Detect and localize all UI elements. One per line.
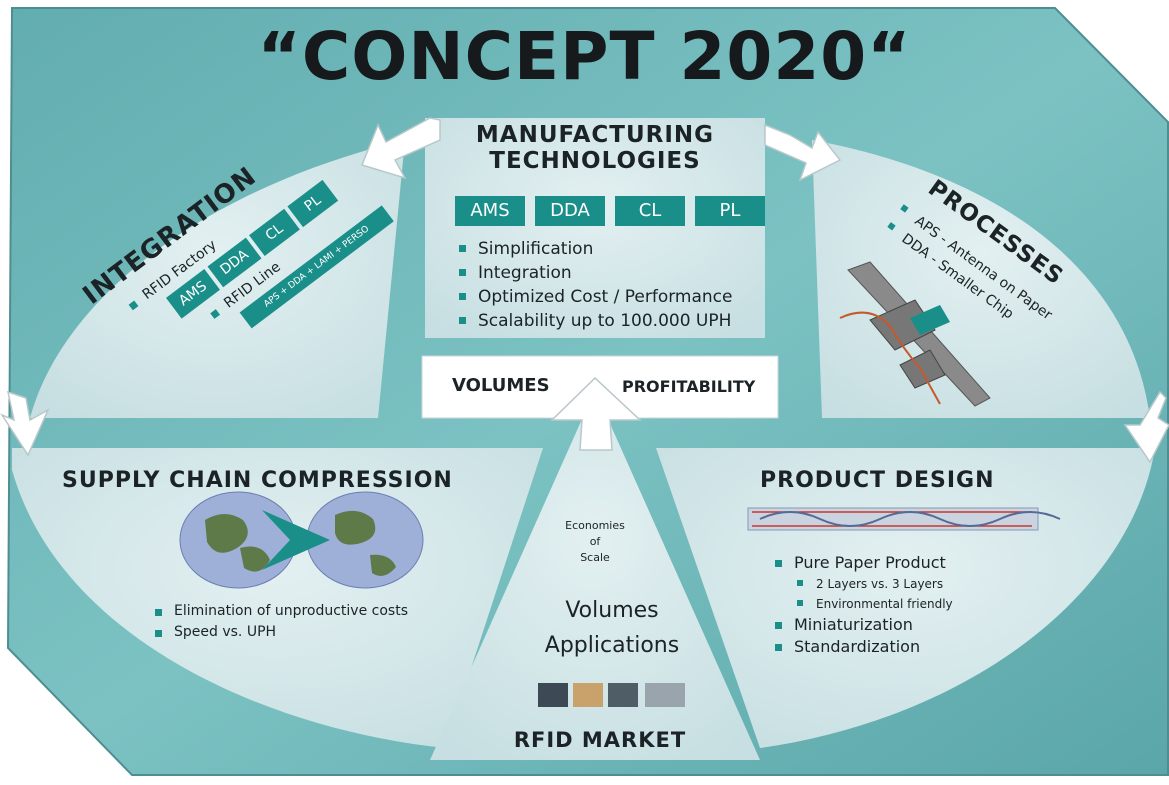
integration-tag-pl: PL: [287, 179, 339, 228]
bullet-integration: Integration: [456, 261, 766, 285]
volumes-label: VOLUMES: [452, 375, 550, 396]
tag-pl: PL: [695, 196, 765, 226]
manufacturing-heading-line2: TECHNOLOGIES: [489, 148, 701, 174]
arrow-left-up-icon: [360, 117, 441, 180]
rfid-market-label: RFID MARKET: [513, 728, 687, 752]
tag-dda: DDA: [535, 196, 605, 226]
arrow-right-down-icon: [1123, 390, 1169, 464]
market-volumes: Volumes: [565, 598, 659, 623]
bullet-pure-paper: Pure Paper Product: [772, 552, 1072, 574]
economies-line1: Economies: [565, 519, 625, 532]
supply-chain-bullets: Elimination of unproductive costs Speed …: [152, 601, 452, 643]
supply-chain-heading: SUPPLY CHAIN COMPRESSION: [62, 468, 453, 493]
diagram-title: “CONCEPT 2020“: [257, 18, 912, 95]
bullet-simplification: Simplification: [456, 237, 766, 261]
processes-machine-illustration: [839, 261, 991, 407]
tag-ams: AMS: [455, 196, 525, 226]
integration-tag-cl: CL: [249, 208, 300, 257]
economies-line2: of: [589, 535, 601, 548]
manufacturing-bullets: Simplification Integration Optimized Cos…: [456, 237, 766, 333]
bullet-icon: [210, 309, 221, 319]
bullet-environmental: Environmental friendly: [794, 594, 1072, 614]
bullet-standardization: Standardization: [772, 636, 1072, 658]
manufacturing-panel: [425, 118, 765, 338]
arrow-left-down-icon: [0, 390, 50, 457]
bullet-two-layers: 2 Layers vs. 3 Layers: [794, 574, 1072, 594]
bullet-optimized-cost: Optimized Cost / Performance: [456, 285, 766, 309]
product-design-illustration: [747, 507, 1061, 531]
tag-cl: CL: [615, 196, 685, 226]
bullet-elimination: Elimination of unproductive costs: [152, 601, 452, 622]
market-applications: Applications: [544, 633, 680, 658]
market-panel: [430, 390, 760, 760]
bullet-miniaturization: Miniaturization: [772, 614, 1072, 636]
arrow-right-up-icon: [764, 123, 842, 182]
profitability-label: PROFITABILITY: [622, 377, 756, 396]
market-application-thumbnails: [538, 683, 685, 707]
bullet-speed: Speed vs. UPH: [152, 622, 452, 643]
economies-line3: Scale: [580, 551, 610, 564]
product-design-heading: PRODUCT DESIGN: [760, 468, 995, 493]
economies-of-scale: Economies of Scale: [558, 518, 632, 566]
supply-chain-globes-illustration: [179, 491, 424, 589]
product-design-list: Pure Paper Product 2 Layers vs. 3 Layers…: [772, 552, 1072, 658]
manufacturing-heading-line1: MANUFACTURING: [475, 122, 715, 148]
bullet-scalability: Scalability up to 100.000 UPH: [456, 309, 766, 333]
arrow-up-center-icon: [550, 376, 642, 451]
bullet-icon: [128, 300, 139, 311]
